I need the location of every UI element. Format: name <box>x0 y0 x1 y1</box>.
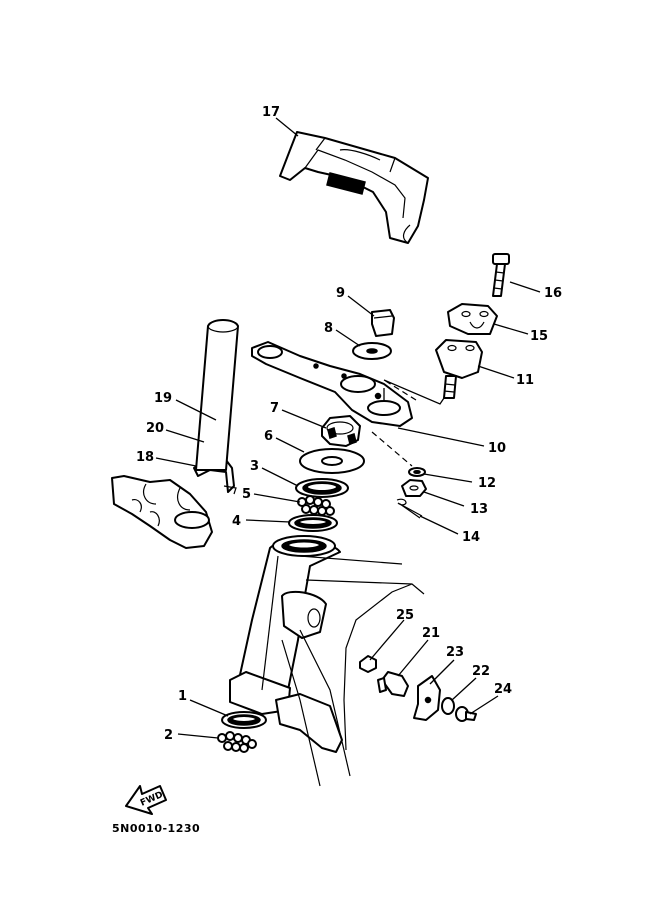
part-23-plate <box>413 675 441 721</box>
callout-8: 8 <box>324 321 333 336</box>
part-22-washer <box>441 697 455 715</box>
part-14-cotter-pin <box>396 498 423 519</box>
part-12-washer <box>408 467 426 477</box>
part-5-bearing-balls <box>297 495 335 516</box>
part-25-bolt <box>359 655 377 673</box>
callout-3: 3 <box>250 459 259 474</box>
part-1-bearing-race <box>221 711 267 729</box>
callout-19: 19 <box>154 391 172 406</box>
drawing-code: 5N0010-1230 <box>112 822 200 835</box>
part-17-handlebar-cover <box>279 131 429 244</box>
part-21-lock <box>377 671 409 697</box>
part-9-bolt <box>371 309 395 337</box>
callout-1: 1 <box>178 689 187 704</box>
part-8-washer <box>352 342 392 360</box>
callout-25: 25 <box>396 608 414 623</box>
part-2-bearing-balls <box>217 731 257 753</box>
callout-6: 6 <box>264 429 273 444</box>
callout-5: 5 <box>242 487 251 502</box>
part-11-holder-lower <box>435 339 483 399</box>
callout-11: 11 <box>516 373 534 388</box>
callout-2: 2 <box>164 728 173 743</box>
frame-head-pipe <box>229 535 425 787</box>
fwd-arrow: FWD <box>125 785 167 815</box>
leader-lines <box>155 117 541 739</box>
callout-13: 13 <box>470 502 488 517</box>
steering-stem <box>111 319 239 549</box>
callout-10: 10 <box>488 441 506 456</box>
callout-22: 22 <box>472 664 490 679</box>
part-3-bearing-race <box>295 478 349 498</box>
callout-23: 23 <box>446 645 464 660</box>
part-4-bearing-race <box>288 514 338 532</box>
callout-21: 21 <box>422 626 440 641</box>
callout-24: 24 <box>494 682 512 697</box>
callout-4: 4 <box>232 514 241 529</box>
callout-16: 16 <box>544 286 562 301</box>
callout-9: 9 <box>336 286 345 301</box>
callout-14: 14 <box>462 530 480 545</box>
callout-18: 18 <box>136 450 154 465</box>
callout-17: 17 <box>262 105 280 120</box>
callout-20: 20 <box>146 421 164 436</box>
callout-15: 15 <box>530 329 548 344</box>
part-24-screw <box>455 706 477 722</box>
center-dashed-line <box>371 379 417 467</box>
part-15-holder-upper <box>447 303 498 335</box>
callout-12: 12 <box>478 476 496 491</box>
callout-7: 7 <box>270 401 279 416</box>
part-13-nut <box>401 479 427 497</box>
part-10-upper-bracket <box>251 341 413 427</box>
part-16-bolt <box>492 253 510 297</box>
part-6-washer <box>299 448 365 474</box>
callout-numbers: 17 16 15 11 9 8 7 6 3 5 4 10 12 13 14 19… <box>136 105 562 743</box>
part-7-ring-nut <box>321 415 361 447</box>
